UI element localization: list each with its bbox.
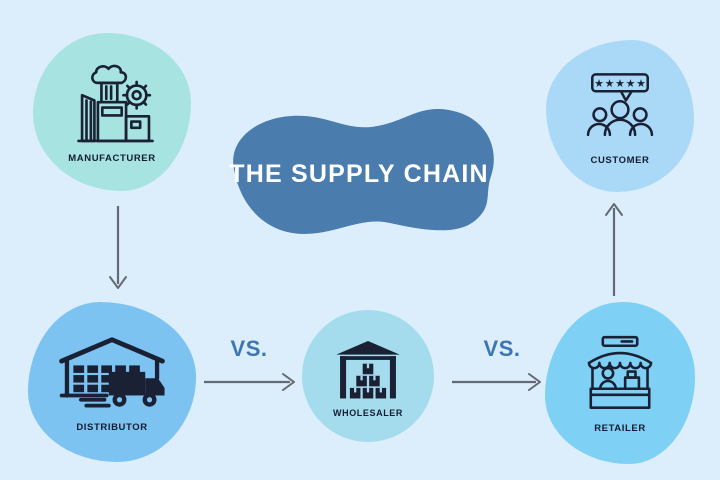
node-manufacturer: MANUFACTURER [33, 33, 191, 191]
node-distributor: DISTRIBUTOR [28, 302, 196, 462]
vs-label-2: VS. [483, 336, 521, 361]
delivery-truck [79, 371, 165, 408]
node-label-manufacturer: MANUFACTURER [68, 153, 156, 164]
node-wholesaler: WHOLESALER [302, 310, 434, 442]
node-label-retailer: RETAILER [594, 423, 646, 434]
svg-text:★: ★ [594, 77, 604, 90]
vs-label-1: VS. [230, 336, 268, 361]
svg-text:★: ★ [626, 77, 636, 90]
arrowhead-up-icon [605, 203, 623, 216]
svg-text:★: ★ [615, 77, 625, 90]
customer-review-icon: ★ ★ ★ ★ ★ [586, 73, 654, 137]
title-blob: THE SUPPLY CHAIN [202, 92, 504, 248]
arrowhead-down-icon [109, 276, 127, 289]
warehouse-boxes-icon [336, 340, 400, 398]
arrowhead-right-icon [528, 373, 541, 391]
node-label-wholesaler: WHOLESALER [333, 407, 403, 418]
svg-text:★: ★ [636, 77, 646, 90]
node-retailer: RETAILER [545, 302, 695, 464]
node-customer: ★ ★ ★ ★ ★ CUSTOMER [546, 40, 694, 192]
node-label-customer: CUSTOMER [590, 155, 650, 166]
market-stall-icon [587, 335, 653, 409]
arrowhead-right-icon [282, 373, 295, 391]
node-label-distributor: DISTRIBUTOR [76, 422, 148, 433]
warehouse-truck-icon [59, 337, 165, 408]
factory-icon [77, 64, 154, 143]
svg-text:★: ★ [605, 77, 615, 90]
box-pyramid [349, 363, 387, 398]
stacked-boxes [73, 365, 140, 393]
page-title: THE SUPPLY CHAIN [229, 159, 489, 188]
title-blob-shape [233, 109, 494, 234]
